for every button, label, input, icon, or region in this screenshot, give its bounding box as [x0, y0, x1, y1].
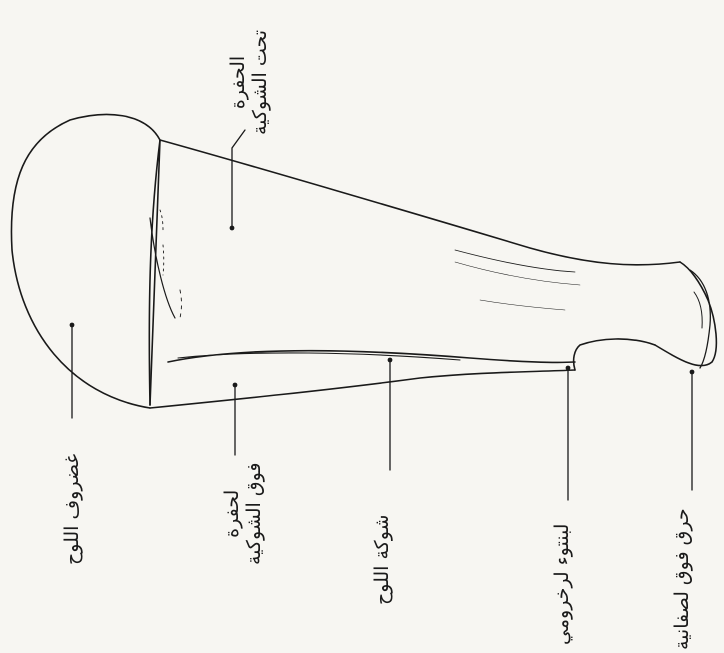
lower-border: [150, 370, 575, 408]
label-glenoid: حرق فوق لصفانية: [672, 508, 694, 650]
blade-outline: [160, 140, 680, 265]
label-supraspinous-line2: تحت الشوكية: [250, 30, 272, 135]
cartilage-outline: [11, 115, 160, 408]
acromion-edge: [655, 262, 716, 366]
leader-supraspinous: [232, 130, 245, 228]
label-supraspinous-line1: الحفرة: [228, 30, 250, 135]
acromion-notch: [574, 339, 655, 370]
label-acromion: لبنتوء لرخرومي: [552, 524, 574, 645]
label-cartilage: غضروف اللوح: [62, 454, 84, 565]
spine-ridge: [168, 351, 575, 363]
label-cartilage-text: غضروف اللوح: [62, 454, 84, 565]
label-infraspinous: لحفرة فوق الشوكية: [222, 463, 266, 565]
label-infraspinous-line1: لحفرة: [222, 463, 244, 565]
label-infraspinous-line2: فوق الشوكية: [244, 463, 266, 565]
label-acromion-text: لبنتوء لرخرومي: [552, 524, 574, 645]
glenoid-inner: [694, 292, 702, 328]
label-spine: شوكة اللوح: [372, 515, 394, 605]
label-spine-text: شوكة اللوح: [372, 515, 394, 605]
label-glenoid-text: حرق فوق لصفانية: [672, 508, 694, 650]
label-supraspinous: الحفرة تحت الشوكية: [228, 30, 272, 135]
